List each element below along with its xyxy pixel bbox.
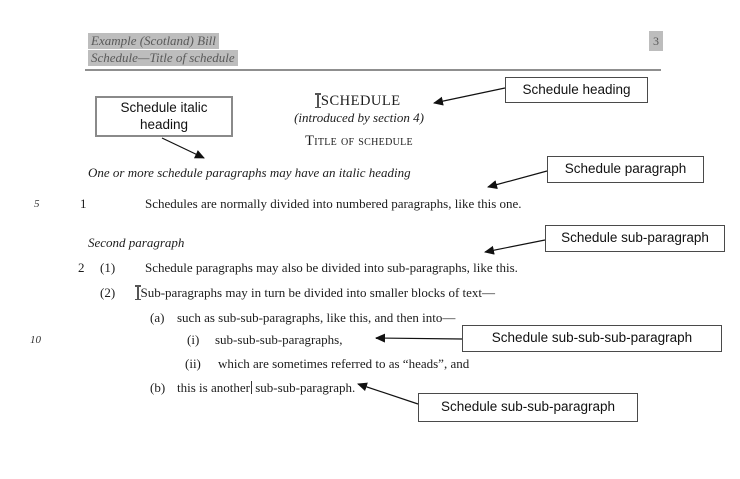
schedule-title-line: Title of schedule (305, 133, 413, 149)
text-cursor-icon (135, 285, 140, 300)
callout-label: Schedule sub-sub-paragraph (440, 399, 616, 415)
callout-label: Schedule sub-paragraph (561, 230, 709, 246)
schedule-heading-text: SCHEDULE (320, 93, 401, 109)
callout-label: Schedule paragraph (564, 161, 687, 177)
item-b-text-after: sub-sub-paragraph. (255, 380, 356, 395)
item-b-text-before: this is another (177, 380, 250, 395)
header-running-title: Schedule—Title of schedule (88, 49, 238, 67)
para2-number: 2 (78, 260, 85, 275)
arrow-schedule-paragraph (487, 170, 548, 189)
sub1-text: Schedule paragraphs may also be divided … (145, 260, 518, 275)
sub2-text: Sub-paragraphs may in turn be divided in… (140, 285, 496, 300)
arrow-schedule-sub-paragraph (484, 239, 546, 255)
header-rule (85, 69, 661, 71)
callout-label: Schedule sub-sub-sub-paragraph (491, 330, 693, 346)
schedule-introduction-line: (introduced by section 4) (294, 110, 424, 125)
sub2-line: Sub-paragraphs may in turn be divided in… (135, 285, 496, 300)
schedule-heading-line: SCHEDULE (88, 92, 630, 110)
callout-schedule-sub-paragraph: Schedule sub-paragraph (545, 225, 725, 252)
callout-schedule-sub-sub-paragraph: Schedule sub-sub-paragraph (418, 393, 638, 422)
text-cursor-icon (315, 93, 321, 108)
margin-line-number-5: 5 (34, 198, 40, 210)
item-i-text: sub-sub-sub-paragraphs, (215, 332, 343, 347)
callout-schedule-paragraph: Schedule paragraph (547, 156, 704, 183)
arrow-schedule-sub-sub-paragraph (357, 382, 419, 405)
callout-label: Schedule italic heading (120, 100, 208, 132)
callout-schedule-heading: Schedule heading (505, 77, 648, 103)
text-cursor-icon (250, 381, 253, 394)
para1-text: Schedules are normally divided into numb… (145, 196, 522, 211)
callout-schedule-sub-sub-sub-paragraph: Schedule sub-sub-sub-paragraph (462, 325, 722, 352)
page-number-text: 3 (649, 31, 663, 51)
arrow-schedule-sub-sub-sub-paragraph (375, 333, 463, 343)
header-bill-title: Example (Scotland) Bill (88, 32, 219, 50)
sub2-number: (2) (100, 285, 116, 300)
header-running-title-text: Schedule—Title of schedule (88, 50, 238, 66)
item-b-line: this is another sub-sub-paragraph. (177, 380, 355, 395)
item-ii-number: (ii) (185, 356, 201, 371)
item-a-text: such as sub-sub-paragraphs, like this, a… (177, 310, 456, 325)
second-paragraph-heading: Second paragraph (88, 235, 185, 250)
item-ii-text: which are sometimes referred to as “head… (218, 356, 470, 371)
schedule-italic-heading-text: One or more schedule paragraphs may have… (88, 165, 411, 180)
item-a-number: (a) (150, 310, 165, 325)
para1-number: 1 (80, 196, 87, 211)
margin-line-number-10: 10 (30, 334, 41, 346)
callout-label: Schedule heading (522, 81, 631, 97)
callout-schedule-italic-heading: Schedule italic heading (95, 96, 233, 137)
page-number: 3 (649, 31, 663, 51)
sub1-number: (1) (100, 260, 116, 275)
header-bill-title-text: Example (Scotland) Bill (88, 33, 219, 49)
item-i-number: (i) (187, 332, 200, 347)
item-b-number: (b) (150, 380, 166, 395)
